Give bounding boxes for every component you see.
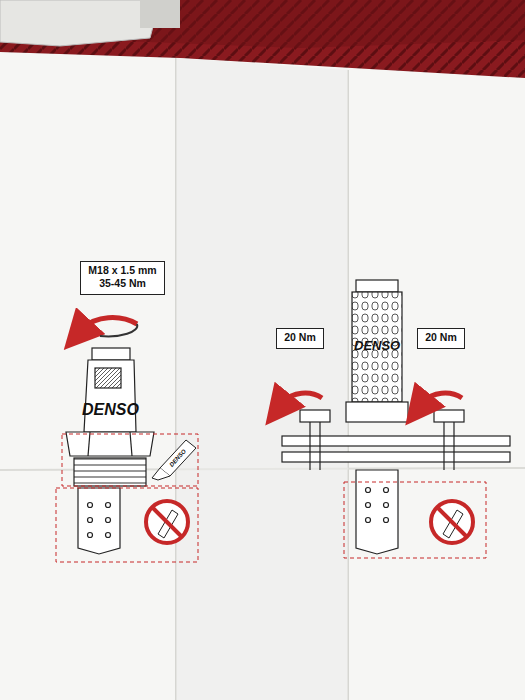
- flange-sensor-part: [346, 402, 408, 422]
- flange-sensor-part-part: [384, 488, 389, 493]
- flange-sensor-part: [309, 420, 310, 470]
- flange-sensor-part-part: [366, 488, 371, 493]
- paste-tube-part: [0, 0, 160, 46]
- no-grease-sign: [431, 501, 473, 543]
- threaded-sensor-part-part: [88, 518, 93, 523]
- rotation-arrows: [284, 393, 462, 402]
- threaded-sensor-part-part: [88, 533, 93, 538]
- threaded-sensor-part-part: [106, 533, 111, 538]
- no-grease-sign-part: [152, 507, 182, 537]
- flange-sensor-part: [319, 420, 320, 470]
- paper-sheet-part: [0, 52, 525, 700]
- threaded-sensor-part-part: [106, 518, 111, 523]
- torque-box: 20 Nm: [276, 328, 324, 349]
- flange-sensor: [282, 280, 510, 554]
- flange-sensor-part: [443, 420, 444, 470]
- paper-sheet-part: [176, 58, 348, 700]
- torque-text: M18 x 1.5 mm: [86, 264, 159, 277]
- torque-text: 35-45 Nm: [86, 277, 159, 290]
- flange-sensor-part: [300, 410, 330, 422]
- paste-tube: [0, 0, 180, 46]
- no-grease-sign-part: [146, 501, 188, 543]
- no-grease-sign-part: [437, 507, 467, 537]
- threaded-sensor-part: [95, 368, 121, 388]
- flange-sensor-part: [453, 420, 454, 470]
- torque-text: 20 Nm: [282, 331, 318, 344]
- threaded-sensor-part: [78, 488, 120, 554]
- rotation-arrow-part: [100, 324, 137, 336]
- paste-tube-icon: [152, 440, 196, 480]
- paste-tube-part: [140, 0, 180, 28]
- flange-sensor-part: [282, 436, 510, 446]
- flange-sensor-part: [366, 488, 389, 523]
- rotation-arrows-part: [424, 393, 462, 402]
- dashed-zone: [344, 482, 486, 558]
- dashed-zones: [56, 434, 198, 562]
- brand-label: DENSO: [82, 401, 139, 419]
- flange-sensor-part: [434, 410, 464, 422]
- no-grease-sign-part: [431, 501, 473, 543]
- flange-sensor-part: [356, 470, 398, 554]
- torque-box: 20 Nm: [417, 328, 465, 349]
- threaded-sensor-part: [130, 432, 132, 456]
- flange-sensor-part-part: [384, 503, 389, 508]
- threaded-sensor-part-part: [106, 503, 111, 508]
- paste-tube-icon-part: [152, 468, 170, 480]
- threaded-sensor-part-part: [88, 503, 93, 508]
- paper-sheet: [0, 52, 525, 700]
- torque-text: 20 Nm: [423, 331, 459, 344]
- dashed-zone-part: [344, 482, 486, 558]
- flange-sensor-part-part: [366, 503, 371, 508]
- dashed-zones-part: [62, 434, 198, 486]
- threaded-sensor-part: [92, 348, 130, 360]
- flange-sensor-part: [282, 452, 510, 462]
- rotation-arrow: [84, 318, 137, 337]
- threaded-sensor-part: [74, 458, 146, 486]
- flange-sensor-part: [356, 280, 398, 292]
- threaded-sensor-part: [88, 503, 111, 538]
- flange-sensor-part: [352, 292, 402, 402]
- threaded-sensor: [66, 348, 154, 554]
- paste-tube-icon-part: [160, 440, 196, 476]
- flange-sensor-part-part: [366, 518, 371, 523]
- rotation-arrow-part: [84, 318, 137, 328]
- torque-box: M18 x 1.5 mm35-45 Nm: [80, 261, 165, 295]
- dashed-zones-part: [56, 488, 198, 562]
- no-grease-sign: [146, 501, 188, 543]
- flange-sensor-part-part: [384, 518, 389, 523]
- threaded-sensor-part: [88, 432, 90, 456]
- brand-label: DENSO: [354, 338, 400, 353]
- threaded-sensor-part: [66, 432, 154, 456]
- rotation-arrows-part: [284, 393, 322, 402]
- threaded-sensor-part: [84, 360, 136, 432]
